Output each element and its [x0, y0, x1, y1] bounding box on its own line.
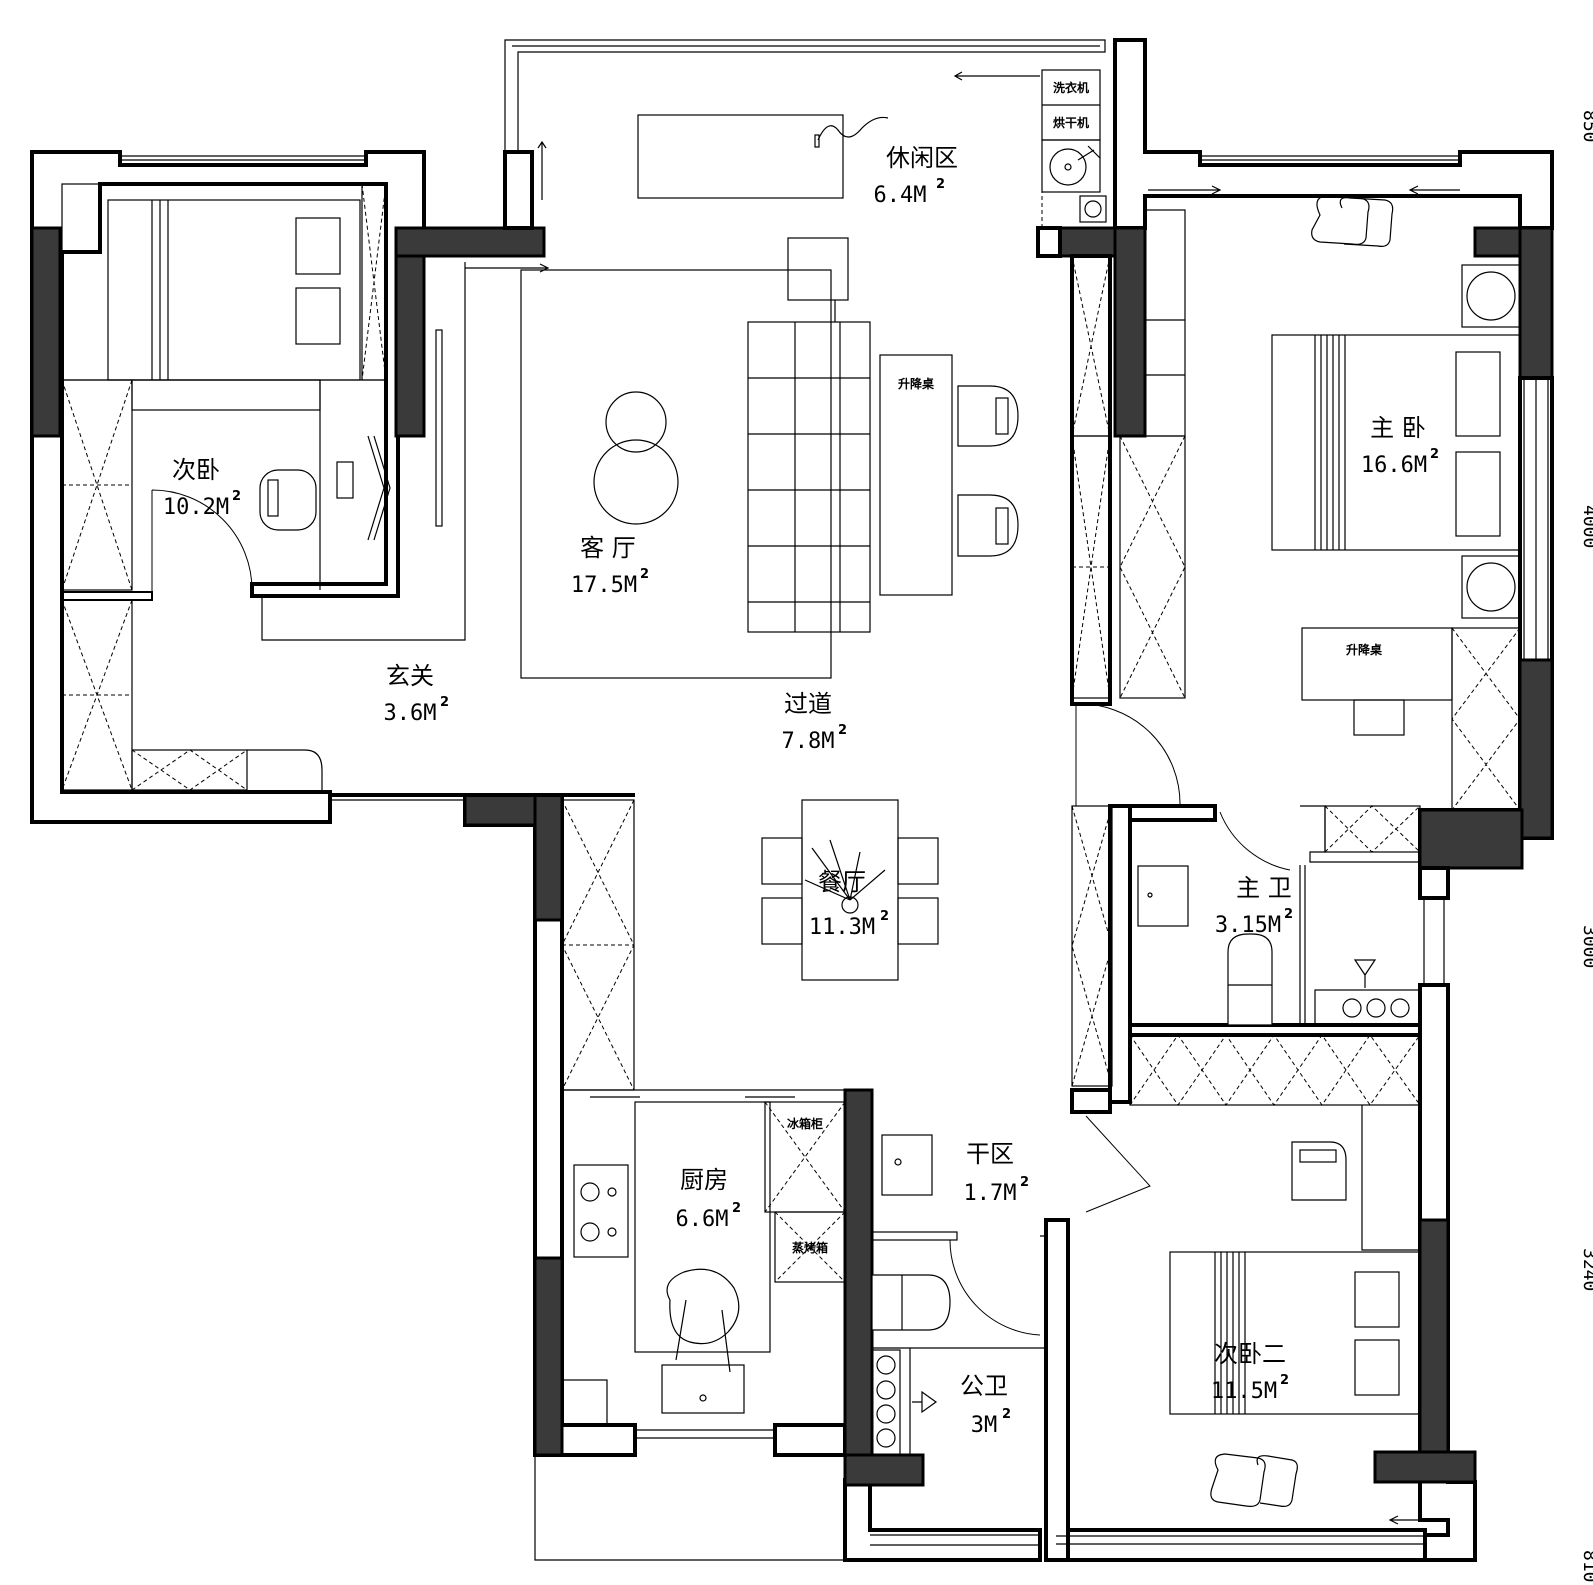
bedroom-two-name: 次卧二	[1214, 1340, 1286, 1368]
public-bath-area: 3M	[971, 1413, 998, 1438]
entrance-shoe-area	[261, 262, 466, 641]
sofa	[747, 321, 871, 633]
living-area-sup: 2	[640, 567, 649, 582]
room-labels: 休闲区 6.4M 2 客 厅 17.5M 2 次卧 10.2M 2 玄关 3.6…	[163, 144, 1439, 1438]
corridor-name: 过道	[784, 690, 832, 718]
steam-oven-label: 蒸烤箱	[792, 1240, 828, 1255]
second-bedroom-area-sup: 2	[232, 489, 241, 504]
lift-desk-master-label: 升降桌	[1346, 642, 1383, 657]
corridor-area-sup: 2	[838, 723, 847, 738]
laundry-area: 洗衣机 烘干机	[1041, 69, 1107, 228]
dining-table	[801, 799, 899, 981]
dining-furniture	[561, 799, 939, 1098]
entrance-name: 玄关	[386, 662, 434, 690]
lift-desk-living	[879, 354, 953, 596]
dining-area-sup: 2	[880, 909, 889, 924]
second-bedroom-name: 次卧	[172, 456, 220, 484]
dimension-4000: 4000	[1579, 505, 1593, 548]
windows	[120, 155, 1549, 1561]
living-room-furniture: 升降桌	[465, 71, 1040, 679]
leisure-daybed	[637, 114, 844, 199]
dry-zone-area-sup: 2	[1020, 1175, 1029, 1190]
leisure-area: 6.4M	[874, 183, 927, 208]
fridge-label: 冰箱柜	[787, 1116, 823, 1131]
dimension-3240: 3240	[1579, 1248, 1593, 1291]
bedroom-two-bed	[1169, 1251, 1421, 1415]
dining-area: 11.3M	[809, 915, 875, 940]
exterior-walls	[30, 38, 1554, 1562]
dry-zone-name: 干区	[966, 1140, 1014, 1168]
master-bedroom-area: 16.6M	[1361, 453, 1427, 478]
kitchen-name: 厨房	[680, 1166, 728, 1194]
kitchen-area: 6.6M	[676, 1207, 729, 1232]
lift-desk-master	[1301, 627, 1453, 701]
dimension-850: 850	[1579, 110, 1593, 143]
washer-label: 洗衣机	[1053, 80, 1089, 95]
master-bath-area: 3.15M	[1215, 913, 1281, 938]
dimension-labels: 850 4000 3000 3240 810	[1579, 110, 1593, 1583]
master-bath-name: 主 卫	[1236, 874, 1292, 902]
leisure-area-sup: 2	[936, 177, 945, 192]
leisure-name: 休闲区	[886, 144, 958, 172]
lift-desk-living-label: 升降桌	[898, 376, 935, 391]
master-bedroom-name: 主 卧	[1370, 414, 1426, 442]
bedroom-two-area-sup: 2	[1280, 1373, 1289, 1388]
kitchen-area-sup: 2	[732, 1201, 741, 1216]
living-rug	[520, 269, 832, 679]
public-bath-name: 公卫	[960, 1372, 1008, 1400]
dimension-3000: 3000	[1579, 925, 1593, 968]
dry-zone-fixtures	[871, 1134, 1047, 1456]
dry-zone-area: 1.7M	[964, 1181, 1017, 1206]
entrance-area-sup: 2	[440, 695, 449, 710]
master-bath-fixtures	[1137, 811, 1421, 1026]
master-bed	[1271, 334, 1521, 551]
master-bedroom-furniture: 升降桌	[1071, 185, 1521, 1087]
living-area: 17.5M	[571, 573, 637, 598]
dimension-810: 810	[1579, 1550, 1593, 1583]
bedroom-two-area: 11.5M	[1211, 1379, 1277, 1404]
master-bedroom-area-sup: 2	[1430, 447, 1439, 462]
master-bath-area-sup: 2	[1284, 907, 1293, 922]
entrance-area: 3.6M	[384, 701, 437, 726]
kitchen-fixtures: 冰箱柜 蒸烤箱	[561, 1101, 846, 1426]
living-name: 客 厅	[580, 534, 636, 562]
public-bath-area-sup: 2	[1002, 1407, 1011, 1422]
corridor-area: 7.8M	[782, 729, 835, 754]
dining-name: 餐厅	[818, 868, 866, 896]
second-bedroom-furniture	[61, 183, 443, 791]
second-bedroom-area: 10.2M	[163, 495, 229, 520]
dryer-label: 烘干机	[1053, 115, 1089, 130]
bedroom-two-furniture	[1085, 1034, 1440, 1525]
